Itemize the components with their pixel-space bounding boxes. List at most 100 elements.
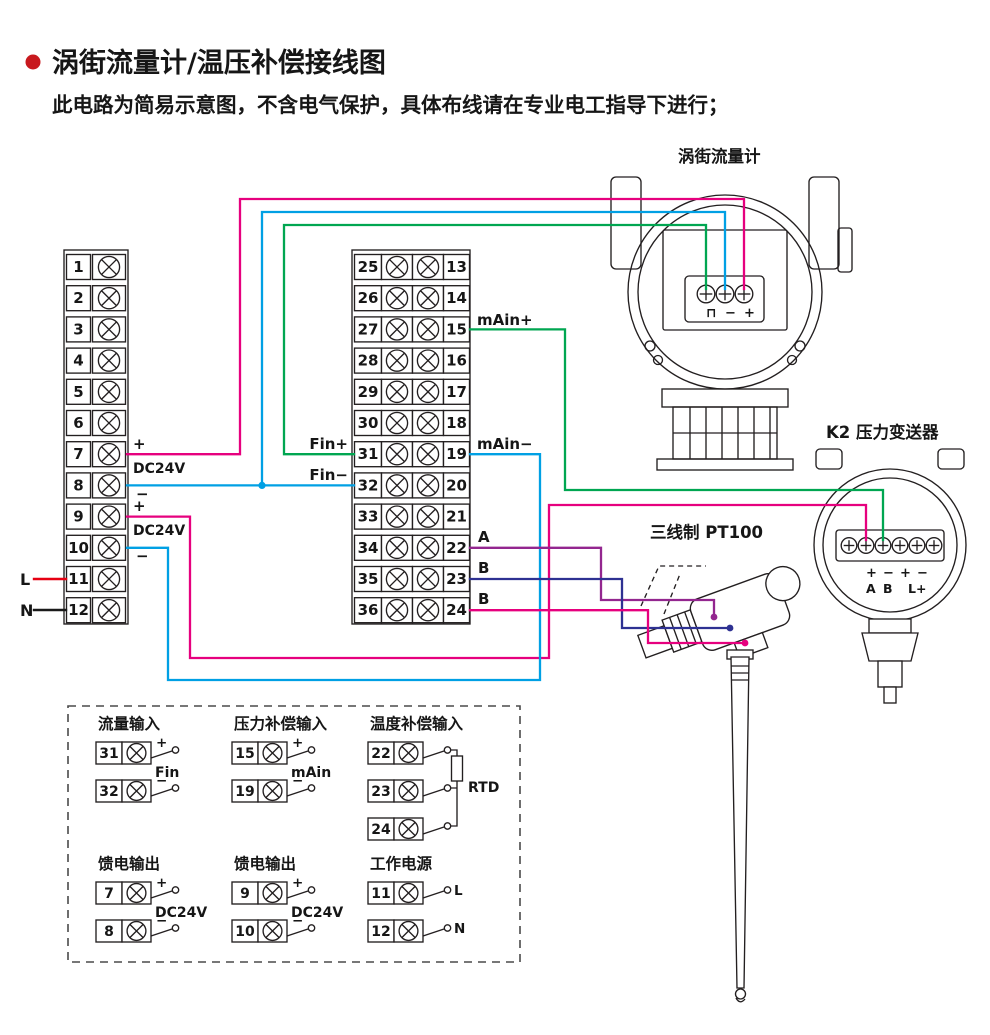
terminal-screw-icon (385, 598, 409, 622)
flowmeter-label: 涡街流量计 (678, 146, 761, 166)
terminal-number-box (65, 409, 92, 437)
legend-stub-line (286, 928, 309, 937)
terminal-number-box (65, 253, 92, 281)
terminal-number: 7 (73, 445, 83, 463)
transmitter-sign: + (900, 566, 911, 581)
legend-group-title: 流量输入 (98, 714, 161, 733)
page-title: 涡街流量计/温压补偿接线图 (52, 48, 386, 79)
terminal-number-box (353, 565, 383, 593)
terminal-screw-icon (385, 349, 409, 372)
terminal-screw-icon (385, 536, 409, 560)
transmitter-flange (868, 618, 912, 634)
terminal-screw-icon (385, 380, 409, 404)
pt100-probe-threads (731, 665, 749, 681)
terminal-screw-icon (857, 537, 875, 554)
pressure-transmitter: K2 压力变送器 + − + − A B L+ (813, 422, 967, 704)
rtd-b2-label: B (478, 590, 489, 608)
terminal-number: 28 (358, 352, 379, 370)
terminal-screw-icon (262, 742, 283, 764)
rtd-label: RTD (468, 780, 499, 796)
terminal-screw-icon (416, 474, 440, 497)
flowmeter-terminal-symbol: − (725, 306, 736, 321)
left-terminal-block (63, 249, 129, 625)
transmitter-housing-inner (822, 477, 958, 613)
transmitter-tab-right (937, 448, 965, 470)
terminal-screw-icon (385, 474, 409, 497)
flowmeter-flange-left (610, 176, 642, 270)
terminal-screw-icon (126, 742, 147, 764)
left-dc24v-top-label: DC24V (133, 461, 185, 477)
transmitter-pin: L+ (908, 581, 926, 596)
terminal-number: 33 (358, 508, 379, 526)
wire-24v1-minus-to-flowmeter (125, 210, 727, 487)
wire-rtd-b1 (468, 577, 729, 630)
terminal-number: 22 (371, 746, 390, 762)
terminal-screw-icon (97, 255, 121, 279)
terminal-screw-icon (874, 537, 892, 554)
terminal-number: 8 (104, 924, 114, 940)
line-label: L (20, 570, 30, 589)
legend-stub-line (422, 928, 445, 937)
terminal-screw-icon (398, 780, 419, 802)
legend-mid-label: DC24V (155, 905, 207, 921)
legend-box (67, 705, 521, 963)
terminal-number-box (442, 347, 471, 374)
terminal-number: 7 (104, 886, 114, 902)
terminal-number-box (65, 378, 92, 405)
terminal-number: 30 (358, 414, 379, 432)
left-minus-bottom-label: − (136, 547, 149, 565)
terminal-number: 34 (358, 539, 379, 557)
transmitter-sign: − (917, 566, 928, 581)
legend-stub-line (286, 788, 309, 797)
page-subtitle: 此电路为简易示意图，不含电气保护，具体布线请在专业电工指导下进行； (52, 93, 729, 117)
terminal-screw-icon (398, 920, 419, 942)
terminal-screw-icon (398, 882, 419, 904)
legend-group-title: 温度补偿输入 (370, 714, 464, 733)
terminal-number: 5 (73, 383, 83, 401)
terminal-number-box (353, 597, 383, 624)
wire-rtd-b2 (468, 609, 744, 645)
pt100-probe-tip (734, 988, 747, 1000)
terminal-number: 18 (446, 414, 467, 432)
transmitter-pin: B (883, 581, 893, 596)
open-terminal-dot (443, 822, 452, 830)
terminal-number: 11 (371, 886, 390, 902)
terminal-number: 21 (446, 508, 467, 526)
terminal-screw-icon (97, 598, 121, 622)
terminal-number: 16 (446, 352, 467, 370)
legend-stub-line (286, 890, 309, 899)
terminal-number-box (442, 316, 471, 343)
terminal-number: 12 (371, 924, 390, 940)
terminal-number: 31 (99, 746, 118, 762)
terminal-number: 24 (446, 601, 467, 619)
terminal-screw-icon (385, 567, 409, 591)
legend-stub-line (422, 890, 445, 899)
transmitter-terminal-screws (840, 537, 943, 554)
terminal-screw-icon (416, 536, 440, 560)
rtd-resistor (450, 755, 464, 782)
open-terminal-dot (307, 886, 316, 894)
legend-sign-label: L (454, 883, 463, 899)
wire-24v1-plus-to-flowmeter (125, 197, 746, 456)
open-terminal-dot (171, 924, 180, 932)
terminal-screw-icon (416, 598, 440, 622)
terminal-screw-icon (262, 780, 283, 802)
flowmeter-bolt (644, 340, 656, 352)
wire-24v2-minus-to-main-minus (125, 453, 542, 682)
wire-rtd-a (468, 546, 716, 617)
rtd-bus-line (450, 749, 458, 827)
legend-group-title: 馈电输出 (234, 854, 296, 873)
pt100-label: 三线制 PT100 (650, 522, 763, 542)
flowmeter-bolt (794, 340, 806, 352)
fin-plus-label: Fin+ (309, 435, 348, 453)
transmitter-tip (883, 686, 897, 704)
terminal-number: 2 (73, 289, 83, 307)
terminal-number: 26 (358, 289, 379, 307)
neutral-label: N (20, 601, 33, 620)
terminal-number-box (65, 441, 92, 468)
terminal-number: 10 (235, 924, 255, 940)
terminal-number-box (65, 472, 92, 499)
terminal-number: 19 (446, 445, 467, 463)
terminal-number-box (442, 285, 471, 312)
